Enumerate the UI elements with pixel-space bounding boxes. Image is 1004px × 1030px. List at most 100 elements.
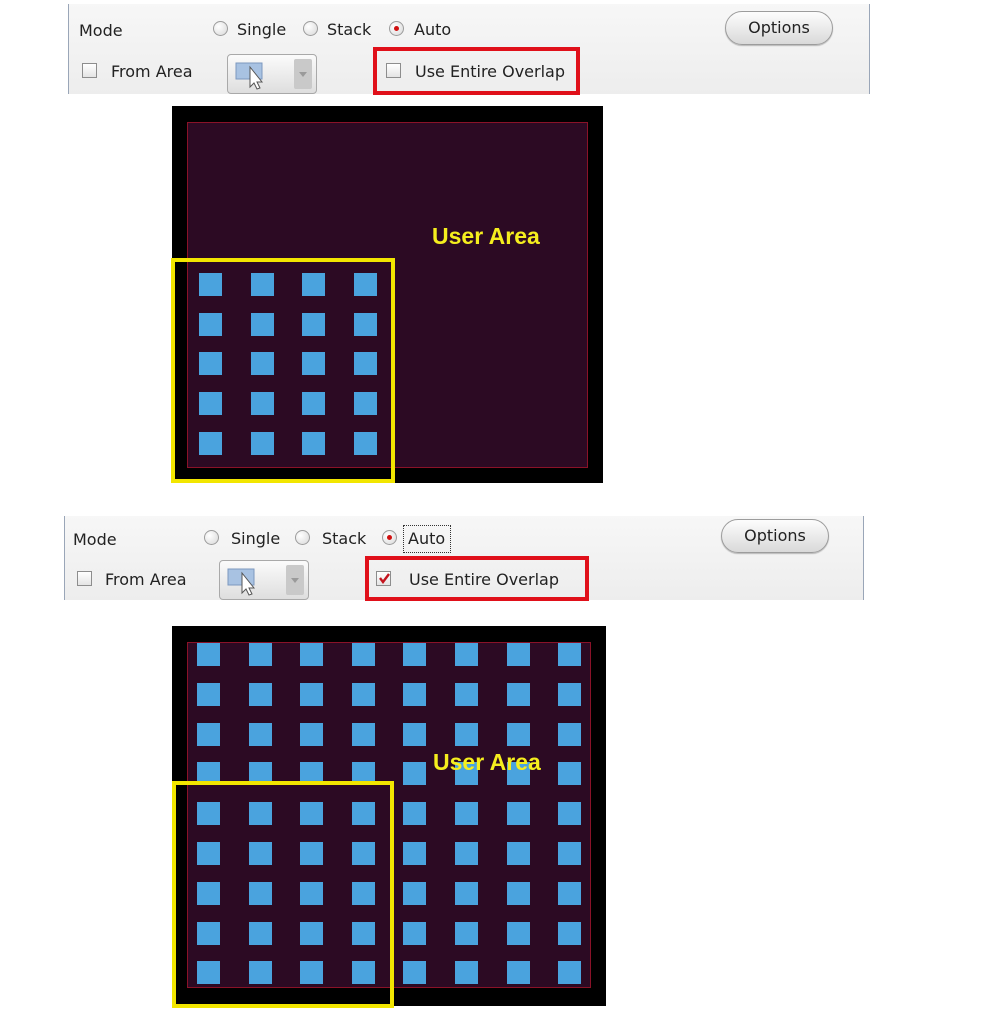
grid-cell [199, 431, 222, 455]
grid-cell [197, 722, 220, 746]
grid-cell [506, 802, 530, 826]
from-area-checkbox[interactable] [77, 571, 92, 586]
grid-cell [248, 802, 272, 826]
user-area-label: User Area [433, 749, 541, 775]
area-picker-dropdown[interactable] [227, 54, 317, 94]
grid-cell [455, 921, 478, 945]
use-entire-overlap-checkbox[interactable] [386, 63, 401, 78]
mode-panel-bottom: Mode Single Stack Auto Options From Area… [64, 516, 864, 601]
grid-cell [300, 722, 324, 746]
grid-cell [558, 762, 582, 786]
radio-stack-label: Stack [327, 20, 372, 39]
grid-cell [506, 682, 530, 706]
area-picker-dropdown[interactable] [219, 560, 309, 600]
grid-cell [558, 961, 582, 985]
grid-cell [197, 842, 220, 865]
chevron-down-icon [294, 59, 312, 89]
focus-ring [403, 525, 451, 553]
grid-cell [558, 842, 582, 865]
grid-cell [506, 921, 530, 945]
grid-cell [351, 842, 375, 865]
grid-cell [199, 273, 222, 296]
grid-cell [302, 312, 325, 336]
grid-cell [351, 881, 375, 905]
use-entire-overlap-label: Use Entire Overlap [415, 62, 565, 81]
grid-cell [403, 842, 427, 865]
cursor-icon [235, 62, 264, 90]
grid-cell [351, 762, 375, 786]
cursor-icon [227, 568, 256, 596]
grid-cell [197, 881, 220, 905]
grid-cell [250, 273, 274, 296]
grid-cell [248, 921, 272, 945]
use-entire-overlap-label: Use Entire Overlap [409, 570, 559, 589]
radio-single-label: Single [231, 529, 281, 548]
grid-cell [455, 722, 478, 746]
grid-cell [199, 392, 222, 416]
grid-cell [351, 643, 375, 666]
grid-cell [455, 682, 478, 706]
grid-cell [250, 352, 274, 376]
grid-cell [455, 643, 478, 666]
grid-cell [248, 643, 272, 666]
grid-cell [250, 392, 274, 416]
grid-cell [506, 722, 530, 746]
overlap-canvas-top: User Area [171, 106, 603, 483]
grid-cell [300, 842, 324, 865]
grid-cell [353, 431, 377, 455]
grid-cell [403, 921, 427, 945]
radio-single[interactable] [213, 21, 228, 36]
radio-stack[interactable] [303, 21, 318, 36]
grid-cell [300, 643, 324, 666]
use-entire-overlap-checkbox[interactable] [376, 571, 391, 586]
checkmark-icon [379, 573, 390, 584]
mode-label: Mode [79, 21, 123, 40]
grid-cell [300, 682, 324, 706]
grid-cell [455, 881, 478, 905]
user-area-label: User Area [432, 223, 540, 249]
grid-cell [455, 961, 478, 985]
grid-cell [300, 762, 324, 786]
grid-cell [558, 921, 582, 945]
grid-cell [302, 352, 325, 376]
grid-cell [197, 802, 220, 826]
grid-cell [302, 392, 325, 416]
radio-stack[interactable] [295, 530, 310, 545]
radio-auto[interactable] [382, 530, 397, 545]
from-area-checkbox[interactable] [82, 63, 97, 78]
grid-cell [353, 312, 377, 336]
from-area-label: From Area [111, 62, 193, 81]
grid-cell [250, 312, 274, 336]
grid-cell [403, 722, 427, 746]
grid-cell [197, 961, 220, 985]
grid-cell [351, 722, 375, 746]
grid-cell [199, 312, 222, 336]
grid-cell [353, 273, 377, 296]
mode-panel-top: Mode Single Stack Auto Options From Area… [68, 4, 870, 95]
grid-cell [300, 921, 324, 945]
grid-cell [506, 842, 530, 865]
grid-cell [248, 682, 272, 706]
options-button[interactable]: Options [721, 519, 829, 553]
radio-auto-label: Auto [414, 20, 452, 39]
grid-cell [248, 881, 272, 905]
grid-cell [506, 643, 530, 666]
grid-cell [558, 881, 582, 905]
grid-cell [300, 961, 324, 985]
grid-cell [300, 802, 324, 826]
radio-single[interactable] [204, 530, 219, 545]
grid-cell [558, 682, 582, 706]
radio-stack-label: Stack [322, 529, 367, 548]
radio-auto[interactable] [389, 21, 404, 36]
overlap-canvas-bottom: User Area [172, 626, 606, 1008]
grid-cell [455, 762, 478, 786]
grid-cell [403, 682, 427, 706]
selection-box [172, 781, 394, 1008]
options-button[interactable]: Options [725, 11, 833, 45]
grid-cell [197, 643, 220, 666]
grid-cell [351, 961, 375, 985]
grid-cell [403, 643, 427, 666]
grid-cell [197, 682, 220, 706]
grid-cell [558, 643, 582, 666]
grid-cell [302, 431, 325, 455]
